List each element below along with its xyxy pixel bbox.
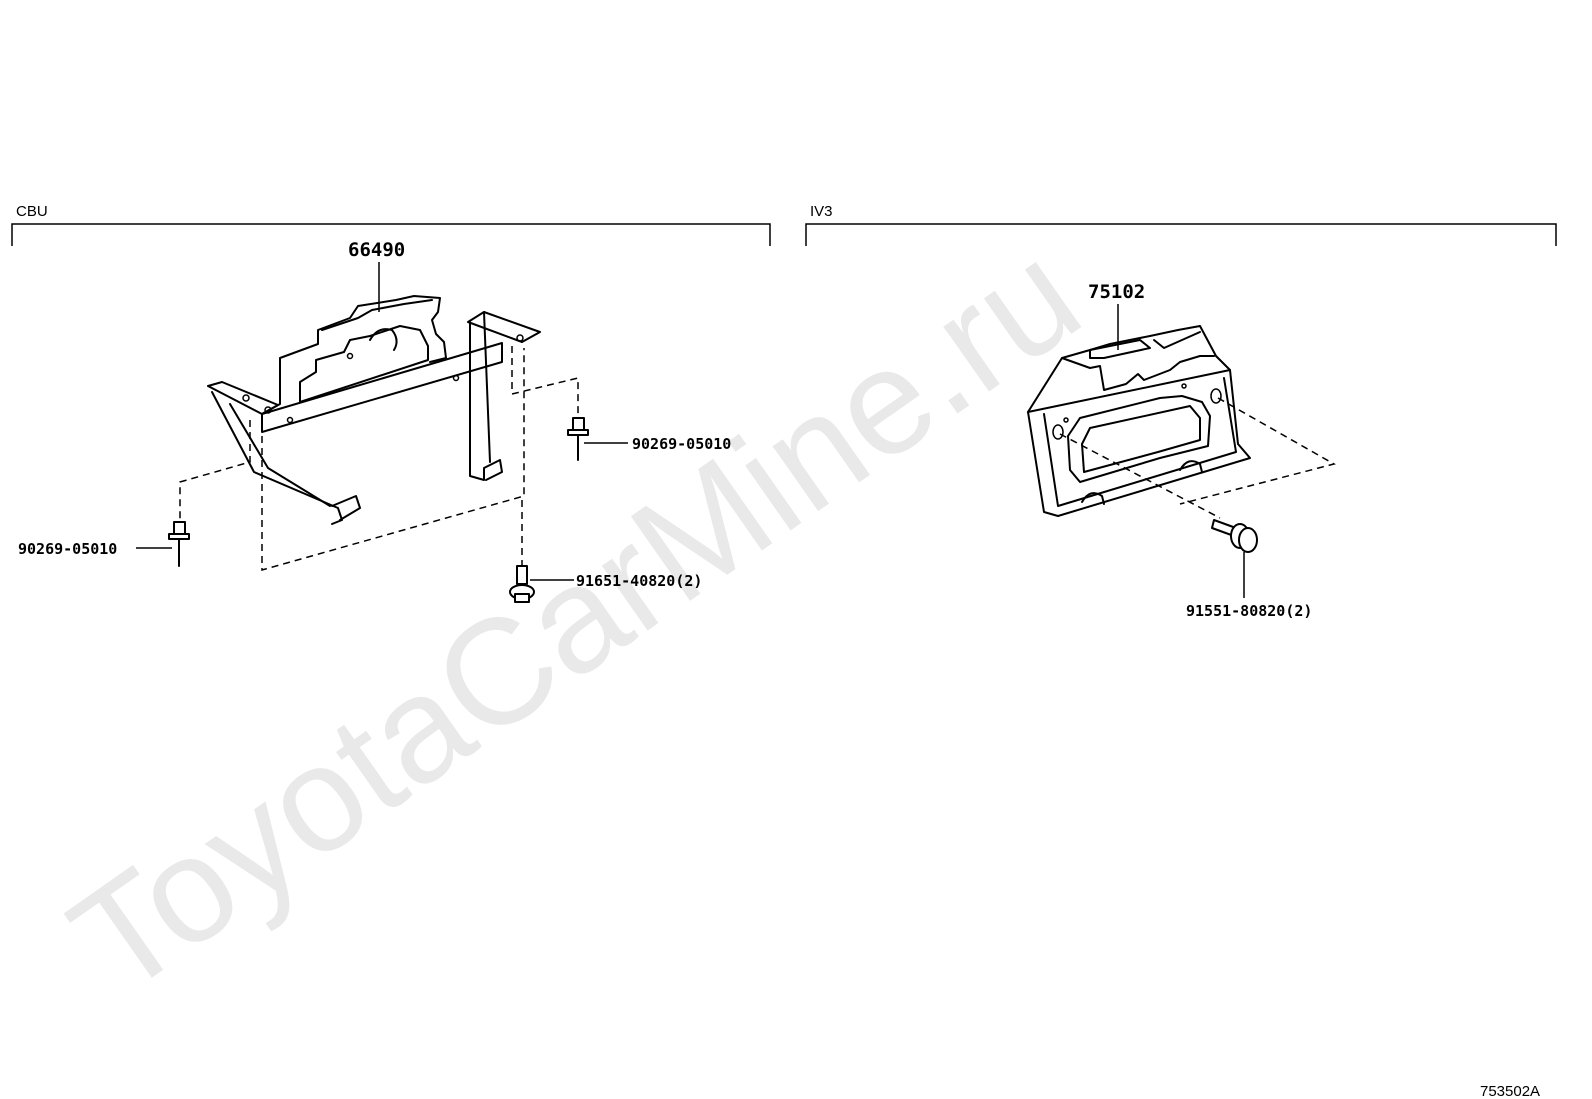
callout-90269-05010-right: 90269-05010 bbox=[632, 435, 731, 453]
bolt-91551-80820-icon bbox=[1211, 519, 1258, 553]
callout-90269-05010-left: 90269-05010 bbox=[18, 540, 117, 558]
section-bracket-iv3 bbox=[805, 223, 1557, 246]
clip-90269-05010-left-icon bbox=[168, 521, 190, 567]
clip-90269-05010-right-icon bbox=[567, 417, 589, 461]
part-number-66490: 66490 bbox=[348, 239, 405, 261]
dashed-lines-cbu bbox=[179, 346, 579, 571]
bracket-66490-drawing bbox=[207, 295, 541, 525]
callout-91651-40820: 91651-40820(2) bbox=[576, 572, 702, 590]
bracket-75102-drawing bbox=[1027, 325, 1251, 517]
section-title-cbu: CBU bbox=[16, 203, 48, 220]
diagram-code: 753502A bbox=[1480, 1083, 1540, 1099]
section-iv3: IV3 75102 bbox=[805, 203, 1557, 620]
part-number-75102: 75102 bbox=[1088, 281, 1145, 303]
section-title-iv3: IV3 bbox=[810, 203, 833, 220]
bolt-91651-40820-icon bbox=[509, 565, 535, 603]
watermark: ToyotaCarMine.ru bbox=[42, 210, 1108, 1027]
dashed-lines-iv3 bbox=[1059, 397, 1336, 519]
callout-91551-80820: 91551-80820(2) bbox=[1186, 602, 1312, 620]
section-bracket-cbu bbox=[11, 223, 771, 246]
section-cbu: CBU 66490 bbox=[11, 203, 771, 603]
